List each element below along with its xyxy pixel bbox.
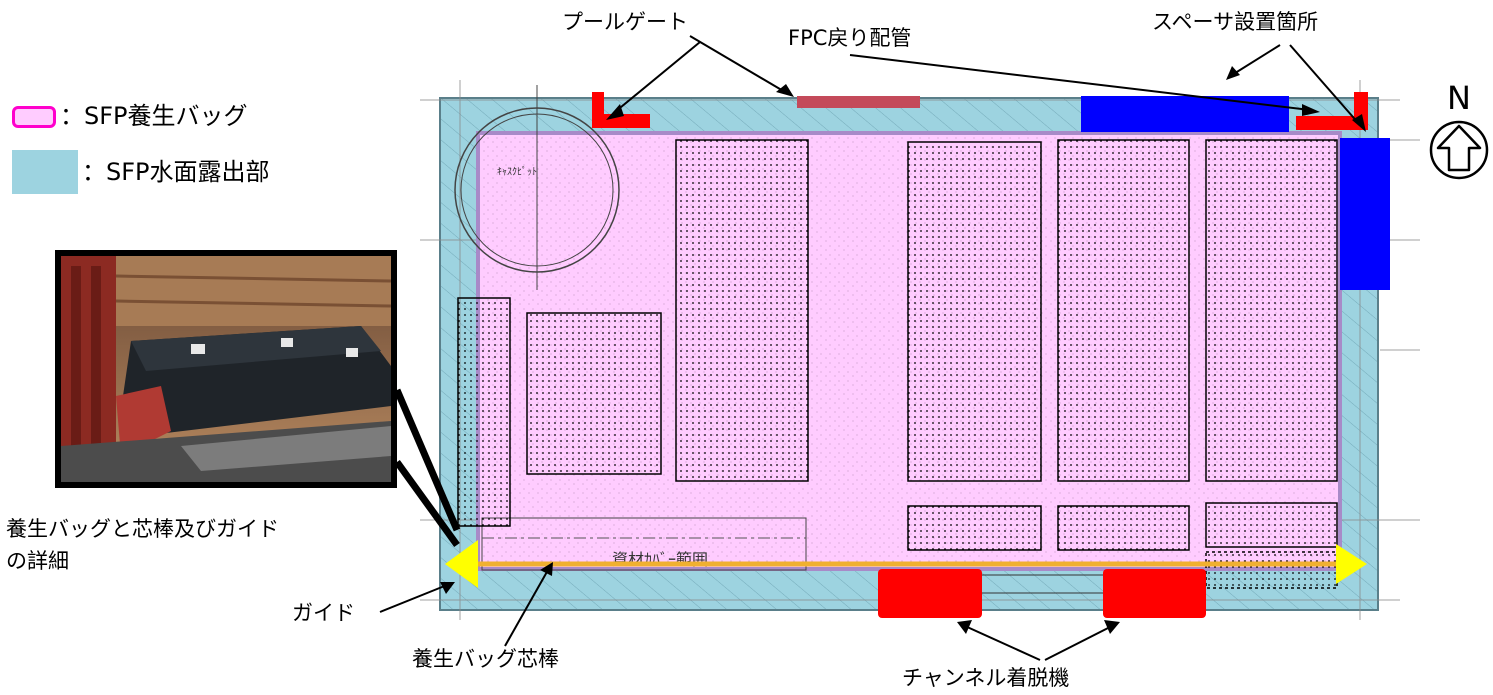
spacer-top [1081,96,1289,132]
fpc-return-pipe [797,96,920,108]
bag-photo-image [61,256,391,482]
fuel-rack [526,312,662,475]
photo-caption-line2: の詳細 [6,549,69,573]
fuel-rack [675,139,809,482]
fuel-rack [907,141,1042,482]
spacer-red-marker [1296,92,1368,130]
material-cover-area [481,517,807,571]
north-label: N [1447,79,1471,117]
legend-bag-label: ：SFP養生バッグ [60,102,248,130]
label-pool-gate: プールゲート [562,10,688,34]
fuel-rack [1205,139,1338,482]
north-arrow-icon [1429,120,1489,180]
fuel-rack [1205,502,1338,548]
label-channel: チャンネル着脱機 [902,666,1070,690]
callout-arrowheads [440,66,1366,634]
fuel-rack [907,505,1042,551]
pool-water-area [439,97,1379,611]
fuel-rack [1057,139,1190,482]
legend-water-label: ：SFP水面露出部 [82,158,270,186]
cask-pit-label: ｷｬｽｸﾋﾟｯﾄ [497,166,537,178]
photo-caption: 養生バッグと芯棒及びガイド の詳細 [6,513,279,577]
spacer-right [1340,138,1390,290]
pool-gate-marker [592,92,650,128]
fuel-rack [457,297,511,527]
callout-arrows [379,35,1361,661]
photo-caption-line1: 養生バッグと芯棒及びガイド [6,517,279,541]
photo-pointer [393,388,461,548]
label-guide: ガイド [292,601,355,625]
label-spacer: スペーサ設置箇所 [1152,10,1319,34]
guide-left [445,540,478,588]
cask-pit [454,85,620,290]
fuel-racks [457,139,1338,589]
channel-machine-right [1103,569,1206,618]
legend-water-swatch [12,150,78,194]
guide-right [1336,544,1367,584]
legend-bag-swatch [12,106,56,128]
fuel-rack [1057,505,1190,551]
sfp-bag-area [476,131,1342,571]
drawing-lines [420,80,1420,620]
bag-photo [55,250,397,488]
channel-machine-left [878,569,982,618]
label-bag-core: 養生バッグ芯棒 [412,647,559,671]
label-fpc-return: FPC戻り配管 [788,26,912,50]
channel-rail [982,574,1103,594]
material-cover-label: 資材ｶﾊﾞｰ範囲 [612,550,708,569]
fuel-rack [1205,551,1338,589]
